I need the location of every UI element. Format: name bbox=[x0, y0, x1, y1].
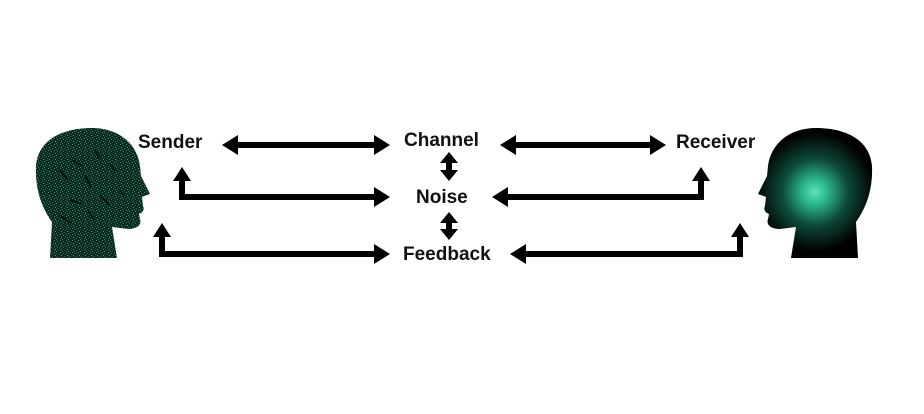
sender-head-icon bbox=[35, 128, 150, 258]
receiver-label: Receiver bbox=[676, 132, 756, 153]
sender-channel-double-arrow bbox=[222, 135, 390, 155]
arrows bbox=[153, 135, 749, 264]
channel-receiver-double-arrow bbox=[500, 135, 666, 155]
noise-label: Noise bbox=[416, 187, 468, 208]
receiver-head-icon bbox=[758, 128, 873, 258]
feedback-to-sender-elbow-arrow bbox=[153, 223, 390, 264]
feedback-label: Feedback bbox=[403, 244, 491, 265]
noise-feedback-vertical-arrow bbox=[440, 212, 458, 240]
feedback-to-receiver-elbow-arrow bbox=[510, 223, 749, 264]
channel-noise-vertical-arrow bbox=[440, 152, 458, 181]
noise-to-sender-elbow-arrow bbox=[173, 167, 390, 207]
sender-label: Sender bbox=[138, 132, 203, 153]
noise-to-receiver-elbow-arrow bbox=[492, 167, 710, 207]
channel-label: Channel bbox=[404, 130, 479, 151]
